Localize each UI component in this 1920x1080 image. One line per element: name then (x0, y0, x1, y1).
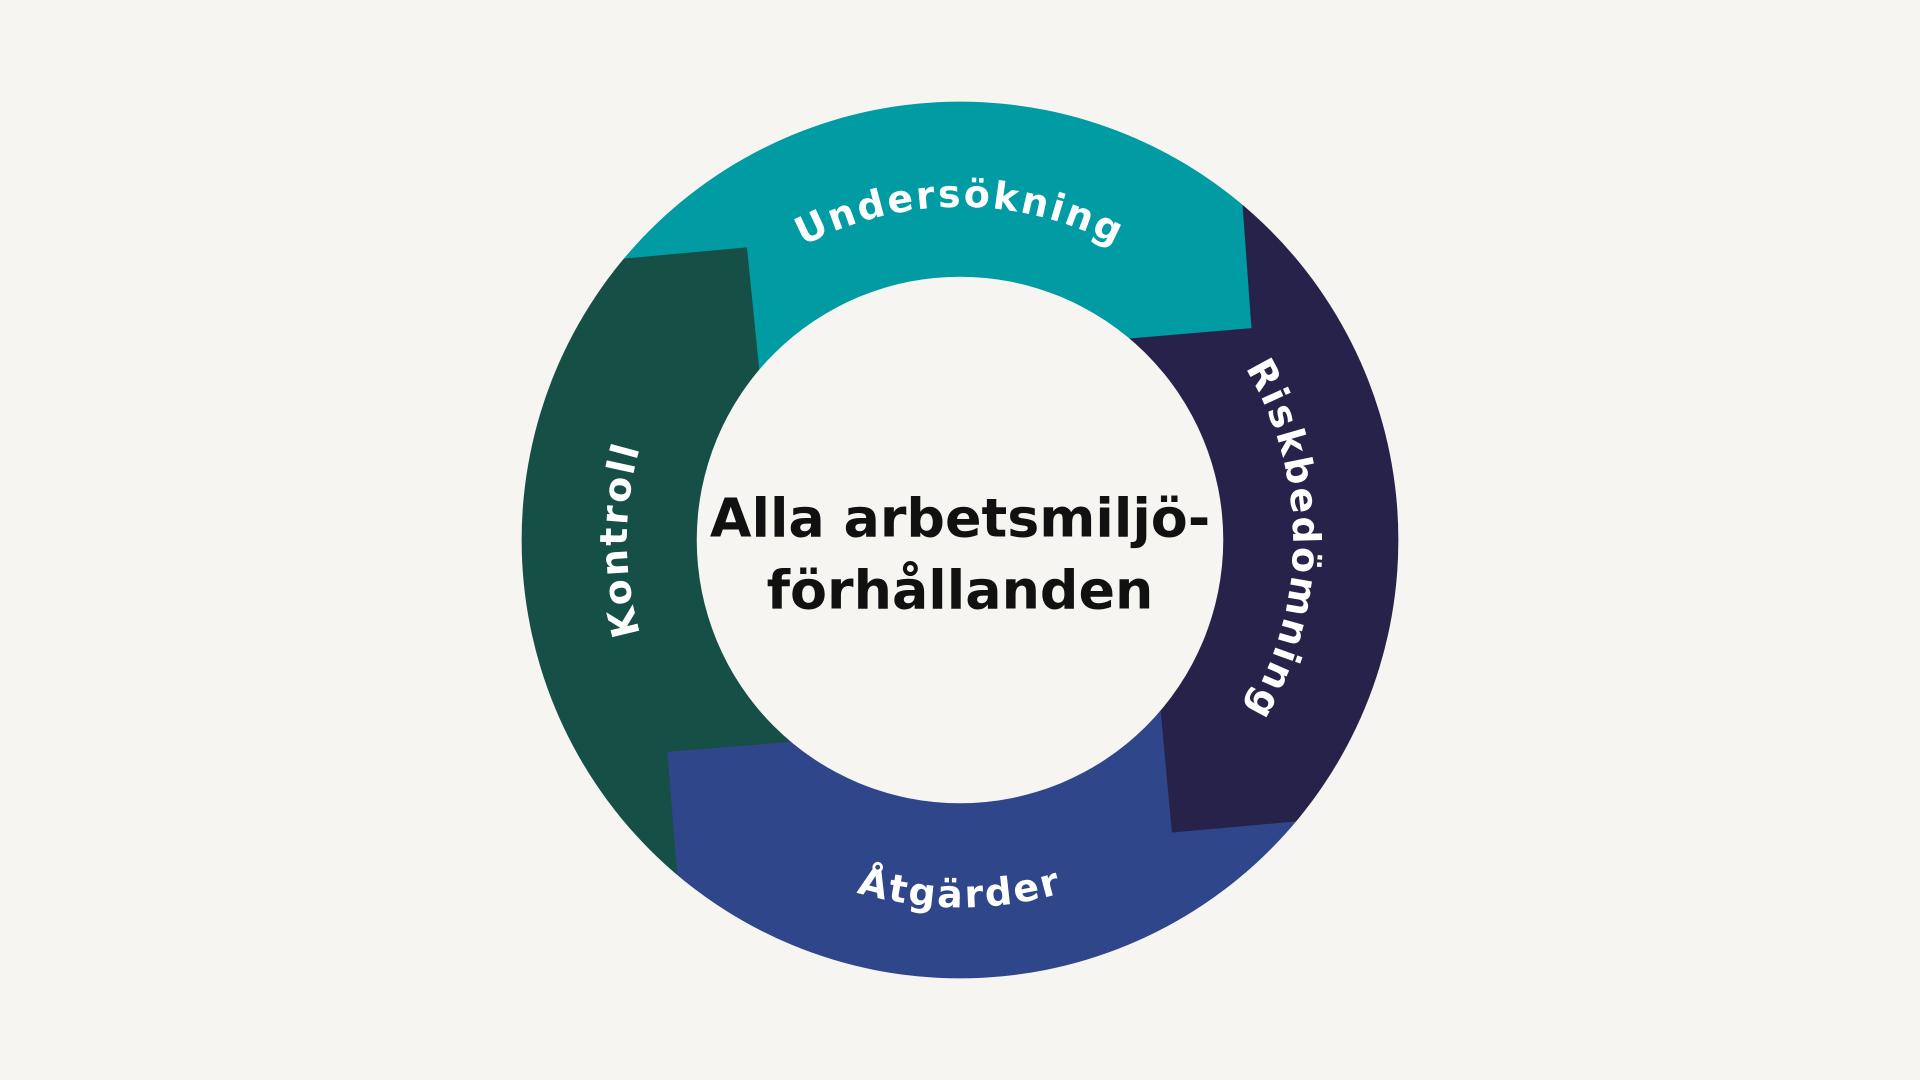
center-title-line2: förhållanden (767, 559, 1154, 622)
segment-atgarder (667, 673, 1470, 1041)
center-title-line1: Alla arbetsmiljö- (710, 486, 1210, 549)
segment-undersokning (465, 73, 1252, 613)
segment-riskbedomning (1102, 73, 1470, 833)
